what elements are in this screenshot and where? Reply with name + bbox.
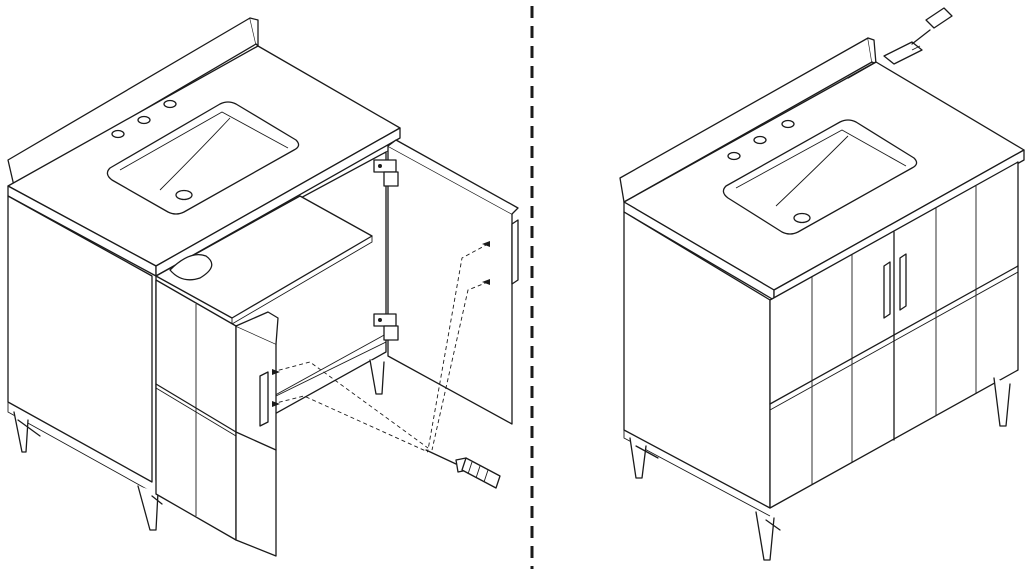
backsplash <box>619 37 877 203</box>
legs <box>629 377 1011 561</box>
assembly-guide-lines <box>271 243 489 453</box>
door-handle <box>511 219 519 285</box>
legs <box>13 359 385 531</box>
sink-basin <box>106 101 300 215</box>
hinge-icon <box>373 159 399 187</box>
right-door-open <box>272 139 519 425</box>
plumbing-cutout <box>169 253 213 281</box>
door-handle <box>899 253 907 311</box>
faucet-holes <box>111 99 177 139</box>
sink-basin <box>722 119 918 235</box>
backsplash <box>7 17 259 187</box>
door-handle <box>259 371 269 427</box>
cabinet-front <box>769 161 1019 509</box>
door-handle <box>883 261 891 319</box>
drain-icon <box>793 212 811 224</box>
caulk-gun-icon <box>883 7 953 65</box>
left-door <box>155 279 237 541</box>
sealant-bead <box>847 61 877 79</box>
front-door-open <box>235 311 279 557</box>
hinge-icon <box>373 313 399 341</box>
drain-icon <box>175 189 193 201</box>
cabinet-side-panel <box>7 195 153 493</box>
screwdriver-icon <box>425 449 501 489</box>
right-panel-cabinet-closed <box>619 7 1025 561</box>
faucet-holes <box>727 119 795 161</box>
left-panel-cabinet-open-doors <box>7 17 519 557</box>
